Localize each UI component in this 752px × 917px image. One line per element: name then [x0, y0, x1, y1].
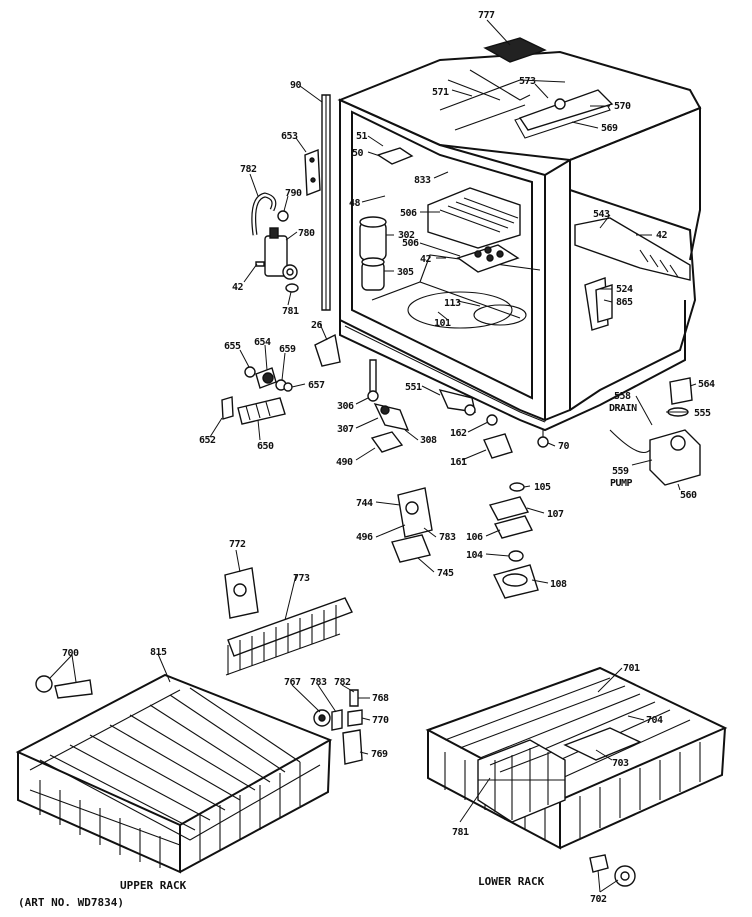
label-302: 302 [398, 230, 415, 241]
label-773: 773 [293, 573, 310, 584]
captions: UPPER RACK LOWER RACK (ART NO. WD7834) [18, 875, 545, 909]
lower-rack [425, 666, 728, 850]
label-700: 700 [62, 648, 79, 659]
label-701: 701 [623, 663, 640, 674]
label-70: 70 [558, 441, 570, 452]
label-306: 306 [337, 401, 354, 412]
label-113: 113 [444, 298, 461, 309]
rack-parts [35, 567, 636, 887]
label-106: 106 [466, 532, 483, 543]
label-543: 543 [593, 209, 610, 220]
label-659: 659 [279, 344, 296, 355]
label-551: 551 [405, 382, 422, 393]
label-307: 307 [337, 424, 354, 435]
upper-rack [15, 673, 333, 874]
label-833: 833 [414, 175, 431, 186]
label-560: 560 [680, 490, 697, 501]
label-161: 161 [450, 457, 467, 468]
caption-upper-rack: UPPER RACK [120, 879, 187, 892]
label-770: 770 [372, 715, 389, 726]
label-570: 570 [614, 101, 631, 112]
label-drain: DRAIN [609, 403, 637, 414]
label-26: 26 [311, 320, 323, 331]
label-506a: 506 [400, 208, 417, 219]
label-654: 654 [254, 337, 271, 348]
label-48: 48 [349, 198, 361, 209]
label-50: 50 [352, 148, 364, 159]
label-783b: 783 [310, 677, 327, 688]
label-162: 162 [450, 428, 467, 439]
part-labels: 777 571 573 570 569 90 51 50 653 833 48 … [62, 10, 716, 905]
label-524: 524 [616, 284, 633, 295]
label-782a: 782 [240, 164, 257, 175]
caption-lower-rack: LOWER RACK [478, 875, 545, 888]
label-702: 702 [590, 894, 607, 905]
label-769: 769 [371, 749, 388, 760]
label-42c: 42 [232, 282, 244, 293]
label-490: 490 [336, 457, 353, 468]
label-107: 107 [547, 509, 564, 520]
label-657: 657 [308, 380, 325, 391]
label-42b: 42 [656, 230, 668, 241]
label-767: 767 [284, 677, 301, 688]
label-777: 777 [478, 10, 495, 21]
label-496: 496 [356, 532, 373, 543]
caption-art-number: (ART NO. WD7834) [18, 896, 124, 909]
label-780: 780 [298, 228, 315, 239]
tub-assembly [337, 37, 702, 432]
label-790: 790 [285, 188, 302, 199]
label-305: 305 [397, 267, 414, 278]
label-703: 703 [612, 758, 629, 769]
label-555: 555 [694, 408, 711, 419]
label-104: 104 [466, 550, 483, 561]
label-744: 744 [356, 498, 373, 509]
label-105: 105 [534, 482, 551, 493]
label-558: 558 [614, 391, 631, 402]
label-768: 768 [372, 693, 389, 704]
label-652: 652 [199, 435, 216, 446]
label-815: 815 [150, 647, 167, 658]
label-782b: 782 [334, 677, 351, 688]
sump-parts [367, 359, 701, 599]
label-781a: 781 [282, 306, 299, 317]
label-783a: 783 [439, 532, 456, 543]
internal-components [359, 89, 691, 331]
label-101: 101 [434, 318, 451, 329]
label-308: 308 [420, 435, 437, 446]
label-650: 650 [257, 441, 274, 452]
label-772: 772 [229, 539, 246, 550]
label-704: 704 [646, 715, 663, 726]
label-51: 51 [356, 131, 368, 142]
label-564: 564 [698, 379, 715, 390]
label-42a: 42 [420, 254, 432, 265]
label-506b: 506 [402, 238, 419, 249]
label-655: 655 [224, 341, 241, 352]
door-parts [221, 94, 341, 425]
label-745: 745 [437, 568, 454, 579]
label-865: 865 [616, 297, 633, 308]
label-90: 90 [290, 80, 302, 91]
label-559: 559 [612, 466, 629, 477]
label-573: 573 [519, 76, 536, 87]
label-653: 653 [281, 131, 298, 142]
label-571: 571 [432, 87, 449, 98]
label-pump: PUMP [610, 478, 633, 489]
label-108: 108 [550, 579, 567, 590]
label-569: 569 [601, 123, 618, 134]
label-781b: 781 [452, 827, 469, 838]
leader-lines [49, 19, 697, 893]
